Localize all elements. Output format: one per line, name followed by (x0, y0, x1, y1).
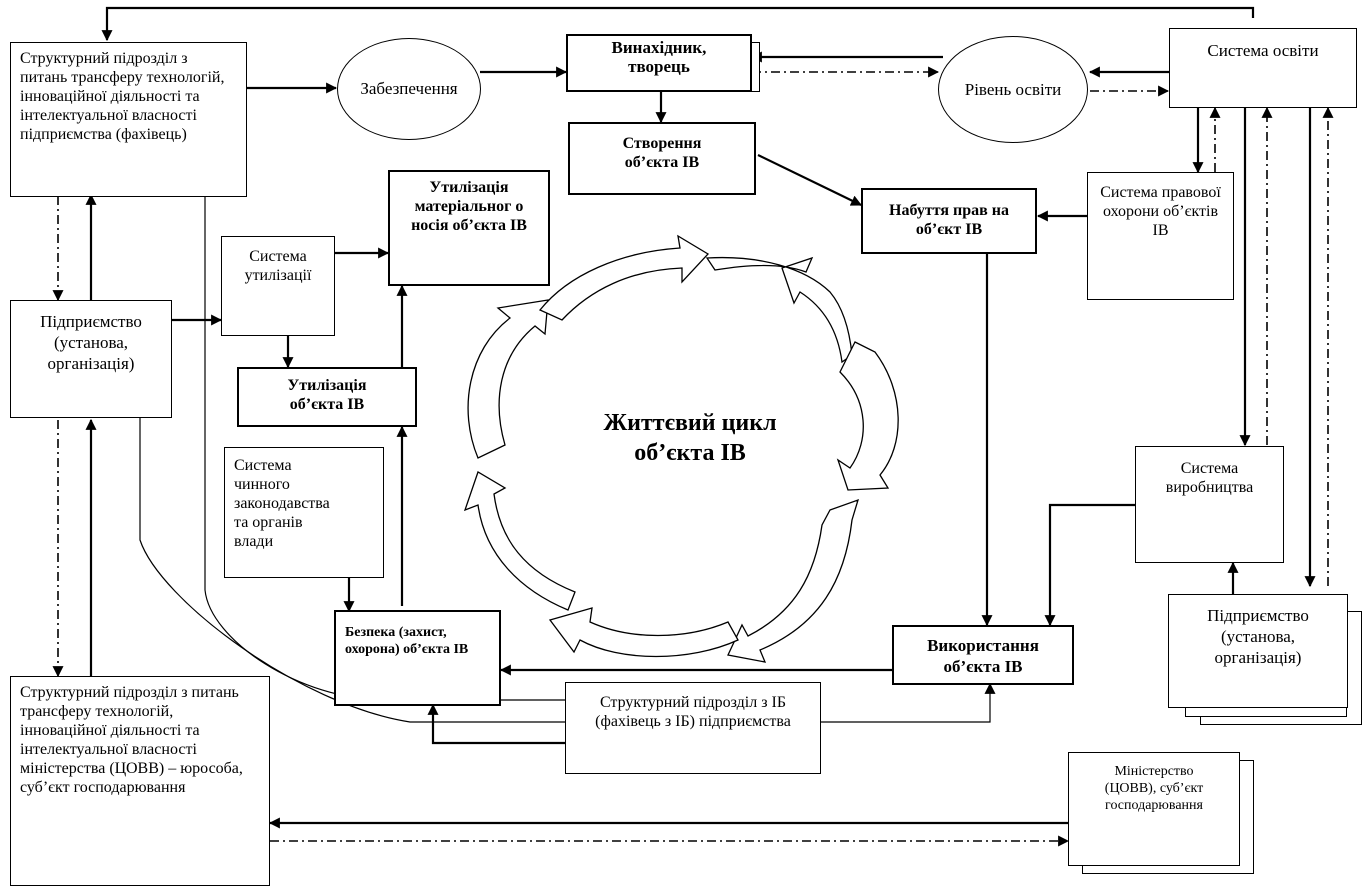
struct-enterprise-box: Структурний підрозділ з питань трансферу… (10, 42, 247, 197)
education-level-ellipse: Рівень освіти (938, 36, 1088, 143)
legal-protection-label: Система правової охорони об’єктів ІВ (1100, 184, 1221, 239)
enterprise-left-label: Підприємство (установа, організація) (40, 312, 142, 373)
acquisition-box: Набуття прав на об’єкт ІВ (861, 188, 1037, 254)
ministry-label: Міністерство (ЦОВВ), суб’єкт господарюва… (1104, 764, 1204, 813)
creation-label: Створення об’єкта ІВ (622, 135, 702, 171)
acquisition-label: Набуття прав на об’єкт ІВ (889, 202, 1009, 238)
enterprise-right-label: Підприємство (установа, організація) (1207, 606, 1309, 667)
education-level-label: Рівень освіти (964, 79, 1062, 99)
struct-ministry-label: Структурний підрозділ з питань трансферу… (20, 684, 243, 796)
ministry-box: Міністерство (ЦОВВ), суб’єкт господарюва… (1068, 752, 1240, 866)
disposal-object-label: Утилізація об’єкта ІВ (287, 377, 367, 413)
disposal-system-label: Система утилізації (244, 248, 312, 284)
lifecycle-label: Життєвий цикл об’єкта ІВ (603, 410, 777, 466)
legal-protection-box: Система правової охорони об’єктів ІВ (1087, 172, 1234, 300)
production-system-box: Система виробництва (1135, 446, 1284, 563)
education-system-box: Система освіти (1169, 28, 1357, 108)
creation-box: Створення об’єкта ІВ (568, 122, 756, 195)
inventor-label: Винахідник, творець (611, 38, 707, 76)
disposal-material-box: Утилізація матеріальног о носія об’єкта … (388, 170, 550, 286)
disposal-object-box: Утилізація об’єкта ІВ (237, 367, 417, 427)
enterprise-right-box: Підприємство (установа, організація) (1168, 594, 1348, 708)
usage-label: Використання об’єкта ІВ (927, 636, 1039, 676)
provision-label: Забезпечення (360, 79, 458, 98)
legislation-label: Система чинного законодавства та органів… (234, 457, 330, 550)
provision-ellipse: Забезпечення (337, 38, 481, 140)
struct-ib-box: Структурний підрозділ з ІБ (фахівець з І… (565, 682, 821, 774)
disposal-system-box: Система утилізації (221, 236, 335, 336)
struct-enterprise-label: Структурний підрозділ з питань трансферу… (20, 50, 225, 143)
lifecycle-title: Життєвий цикл об’єкта ІВ (580, 408, 800, 468)
inventor-box: Винахідник, творець (566, 34, 752, 92)
production-system-label: Система виробництва (1165, 460, 1254, 496)
struct-ib-label: Структурний підрозділ з ІБ (фахівець з І… (595, 694, 791, 730)
security-box: Безпека (захист, охорона) об’єкта ІВ (334, 610, 501, 706)
enterprise-left-box: Підприємство (установа, організація) (10, 300, 172, 418)
education-system-label: Система освіти (1207, 41, 1319, 60)
struct-ministry-box: Структурний підрозділ з питань трансферу… (10, 676, 270, 886)
legislation-box: Система чинного законодавства та органів… (224, 447, 384, 578)
disposal-material-label: Утилізація матеріальног о носія об’єкта … (411, 179, 527, 234)
lifecycle-ring (463, 234, 899, 663)
security-label: Безпека (захист, охорона) об’єкта ІВ (345, 625, 469, 657)
usage-box: Використання об’єкта ІВ (892, 625, 1074, 685)
